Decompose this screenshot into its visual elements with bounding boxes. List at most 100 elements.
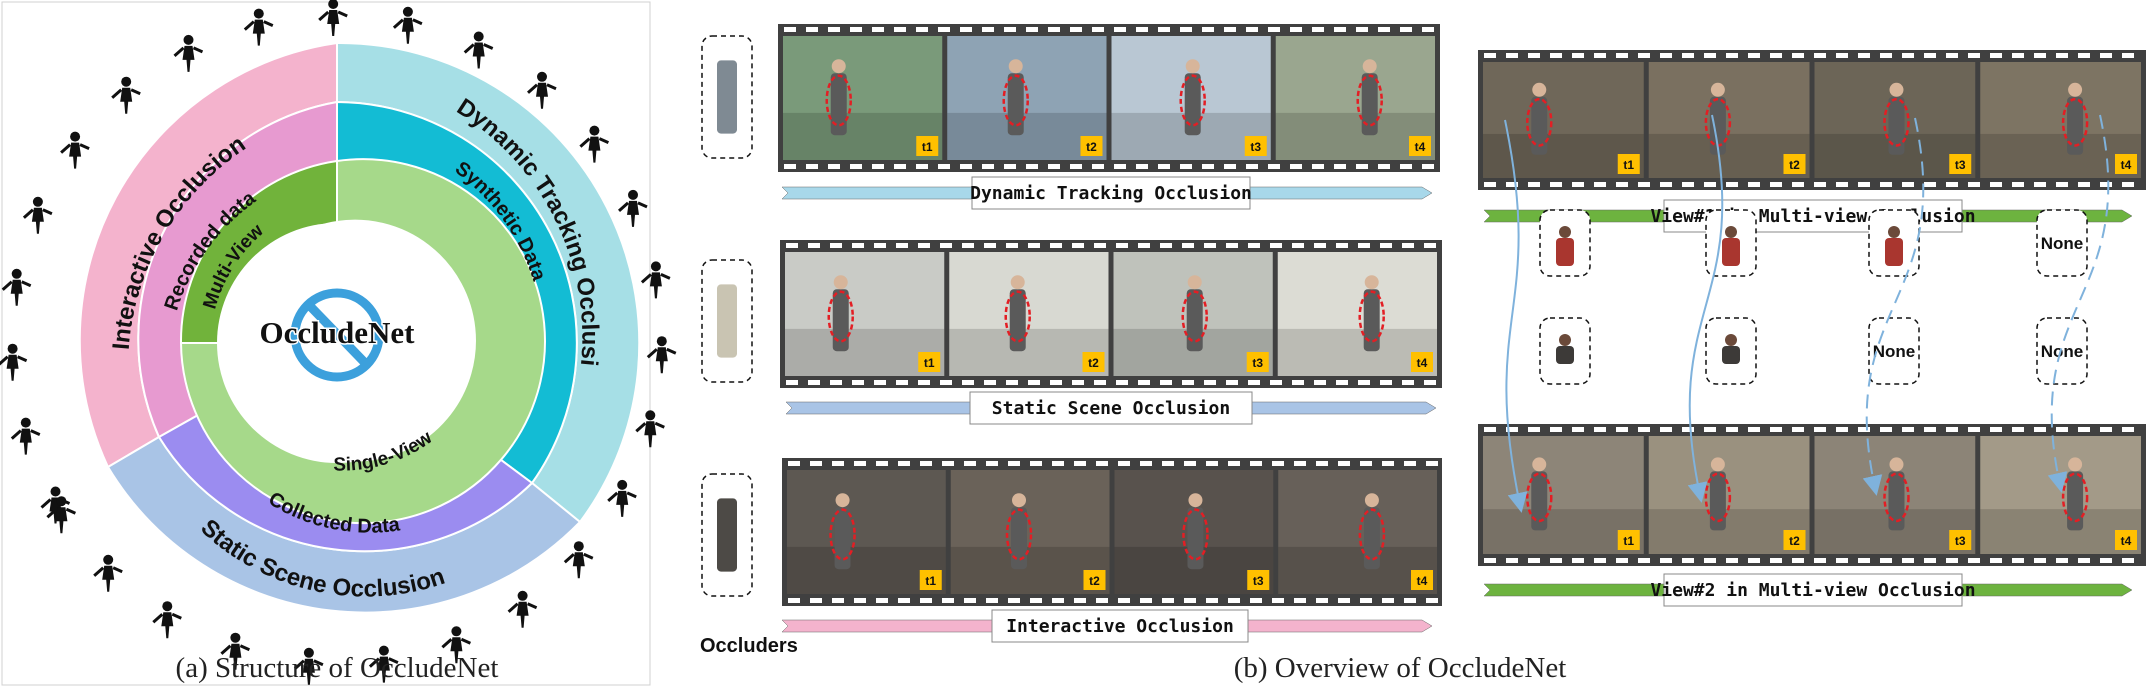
frame-view1-2: t2	[1648, 62, 1810, 178]
occlusion-marker	[1004, 290, 1031, 343]
time-label: t3	[1955, 158, 1966, 172]
frame-static-2: t2	[949, 252, 1109, 376]
caption-b: (b) Overview of OccludeNet	[1234, 652, 1567, 684]
occluders-label: Occluders	[700, 635, 798, 657]
frame-interactive-3: t3	[1114, 470, 1274, 594]
time-label: t2	[1086, 140, 1097, 154]
person-figure	[834, 507, 851, 570]
person-figure	[1531, 96, 1548, 155]
occlusion-marker	[1005, 508, 1033, 561]
time-badge	[1783, 154, 1806, 174]
person-figure	[2067, 471, 2084, 531]
hurdler-icon	[507, 590, 538, 628]
time-badge	[919, 570, 942, 590]
occlusion-marker	[825, 74, 852, 127]
time-label: t2	[1088, 356, 1099, 370]
person-figure	[830, 73, 847, 136]
frame-dynamic-1: t1	[783, 36, 943, 160]
frame-view1-4: t4	[1980, 62, 2141, 178]
climber-icon	[640, 261, 671, 299]
category-label-view2: View#2 in Multi-view Occlusion	[1650, 580, 1975, 601]
frame-interactive-4: t4	[1278, 470, 1437, 594]
time-badge	[918, 352, 941, 372]
caption-a: (a) Structure of OccludeNet	[176, 652, 499, 684]
person-figure	[1709, 471, 1726, 531]
category-arrow-view2: View#2 in Multi-view Occlusion	[1483, 573, 2133, 607]
occlusion-marker	[1002, 74, 1029, 127]
logo-ring-icon	[290, 288, 384, 382]
svg-text:None: None	[2041, 342, 2084, 361]
panel-a-frame	[1, 1, 651, 686]
fencer-icon	[22, 196, 53, 234]
runner-icon	[563, 541, 594, 579]
dancer-icon	[60, 131, 90, 169]
money-thief-icon	[10, 417, 41, 455]
time-label: t3	[1252, 356, 1263, 370]
occlusion-marker	[829, 508, 856, 561]
cleaner-icon	[1, 268, 32, 306]
time-label: t1	[922, 140, 933, 154]
time-label: t4	[1415, 140, 1426, 154]
dog-walker-icon	[111, 76, 141, 114]
view-crop-1-1	[1539, 209, 1591, 277]
view-crop-2-3: None	[1868, 317, 1920, 385]
time-badge	[916, 136, 939, 156]
frame-interactive-1: t1	[787, 470, 946, 594]
time-label: t2	[1789, 158, 1800, 172]
occlusion-marker	[1883, 97, 1910, 147]
frame-view2-4: t4	[1980, 436, 2141, 554]
view-crop-2-1	[1539, 317, 1591, 385]
occlusion-marker	[827, 290, 854, 343]
category-arrow-static: Static Scene Occlusion	[785, 391, 1437, 425]
occlusion-marker	[1179, 74, 1206, 127]
time-badge	[1617, 530, 1640, 550]
frame-static-4: t4	[1277, 252, 1437, 376]
time-badge	[1411, 352, 1433, 372]
time-badge	[1949, 154, 1972, 174]
time-label: t4	[1417, 574, 1428, 588]
occluder-glass-panel	[701, 259, 753, 383]
person-figure	[832, 289, 849, 352]
person-figure	[1363, 289, 1380, 352]
cyclist-icon	[152, 601, 182, 639]
person-figure	[1009, 289, 1026, 352]
wrestlers-icon	[318, 0, 348, 36]
occlusion-marker	[1358, 508, 1386, 561]
frame-view2-3: t3	[1814, 436, 1976, 554]
time-badge	[2115, 154, 2137, 174]
occluder-backpack	[701, 35, 753, 159]
surfer-icon	[463, 31, 494, 69]
person-figure	[1888, 471, 1905, 531]
couple-gift-icon	[220, 632, 251, 670]
activity-icons	[0, 0, 677, 685]
logo-text: OccludeNet	[260, 315, 416, 350]
occlusion-marker	[1526, 97, 1553, 147]
occlusion-marker	[1883, 472, 1910, 523]
time-badge	[1244, 136, 1267, 156]
time-label: t1	[1623, 534, 1634, 548]
frame-dynamic-4: t4	[1275, 36, 1435, 160]
svg-text:None: None	[1873, 342, 1916, 361]
person-figure	[1186, 289, 1203, 352]
swimmer-icon	[392, 6, 423, 44]
category-label-view1: View#1 in Multi-view Occlusion	[1650, 206, 1975, 227]
frame-view1-3: t3	[1814, 62, 1976, 178]
person-figure	[1007, 73, 1024, 136]
logo-slash-icon	[305, 301, 372, 370]
time-badge	[1409, 136, 1431, 156]
time-label: t1	[925, 574, 936, 588]
hand-rock-icon	[46, 496, 77, 534]
time-label: t2	[1789, 534, 1800, 548]
steering-wheel-icon	[173, 34, 204, 72]
recycling-icon	[93, 554, 123, 592]
dancers-icon	[635, 410, 665, 448]
person-figure	[1011, 507, 1028, 570]
view-crop-1-3	[1868, 209, 1920, 277]
center-hub	[217, 223, 457, 463]
time-badge	[1783, 530, 1806, 550]
person-figure	[2067, 96, 2084, 155]
category-label-interactive: Interactive Occlusion	[1006, 616, 1234, 637]
time-label: t1	[924, 356, 935, 370]
